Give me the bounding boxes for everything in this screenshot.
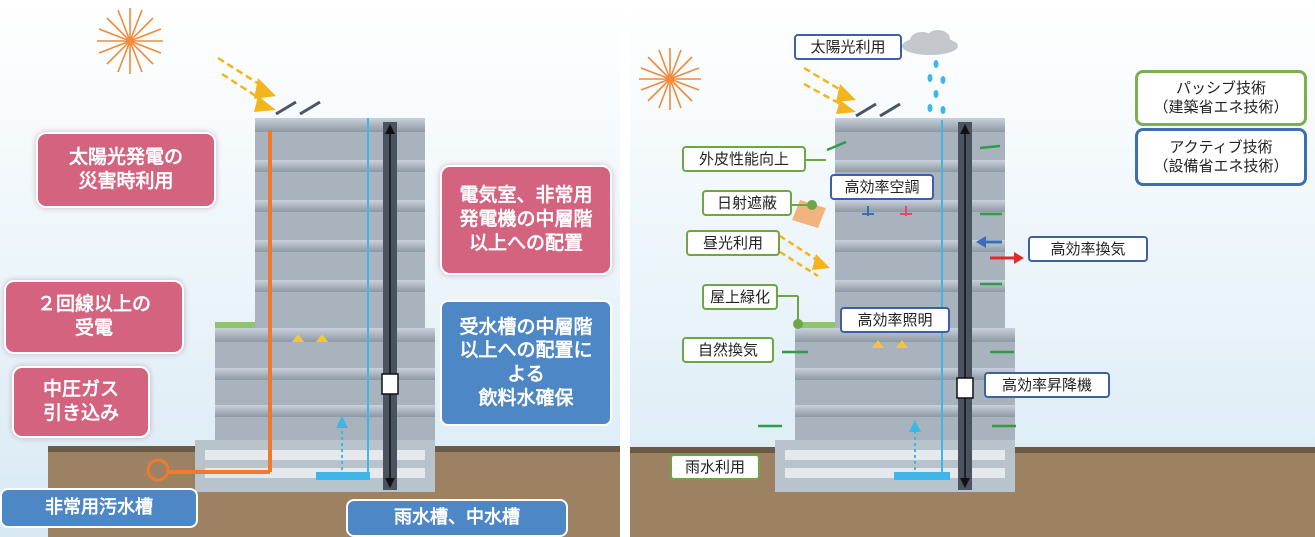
solar-panel-icon bbox=[275, 100, 321, 116]
basement bbox=[195, 440, 435, 492]
ventilation-arrow-icon bbox=[758, 140, 1016, 428]
label-two-line-power: ２回線以上の 受電 bbox=[4, 280, 184, 354]
building-podium bbox=[215, 328, 435, 448]
label-efficient-ventilation: 高効率換気 bbox=[1028, 236, 1148, 262]
label-efficient-hvac: 高効率空調 bbox=[830, 174, 934, 200]
label-water-tank: 受水槽の中層階 以上への配置に よる 飲料水確保 bbox=[440, 300, 612, 426]
rain-tank-icon bbox=[316, 472, 370, 480]
label-efficient-elevator: 高効率昇降機 bbox=[984, 372, 1110, 398]
label-rainwater-use: 雨水利用 bbox=[670, 454, 760, 480]
label-rooftop-greening: 屋上緑化 bbox=[702, 284, 778, 310]
cloud-icon bbox=[902, 30, 958, 55]
gas-pipe bbox=[168, 130, 272, 474]
rain-icon bbox=[927, 60, 946, 114]
sun-icon bbox=[639, 48, 701, 110]
label-solar-shading: 日射遮蔽 bbox=[702, 190, 792, 216]
label-rain-tank: 雨水槽、中水槽 bbox=[346, 499, 568, 537]
label-sewage-tank: 非常用汚水槽 bbox=[0, 488, 198, 528]
label-solar-use: 太陽光利用 bbox=[794, 34, 902, 60]
sewage-tank-icon bbox=[146, 458, 170, 482]
right-building-illustration bbox=[630, 0, 1315, 537]
label-efficient-lighting: 高効率照明 bbox=[840, 307, 950, 333]
label-solar-disaster: 太陽光発電の 災害時利用 bbox=[36, 132, 216, 208]
label-natural-ventilation: 自然換気 bbox=[682, 337, 774, 363]
sun-icon bbox=[97, 8, 163, 74]
label-gas-intake: 中圧ガス 引き込み bbox=[12, 366, 150, 438]
label-electric-room: 電気室、非常用 発電機の中層階 以上への配置 bbox=[440, 165, 612, 275]
left-diagram: 太陽光発電の 災害時利用 ２回線以上の 受電 中圧ガス 引き込み 電気室、非常用… bbox=[0, 0, 620, 537]
label-daylight-use: 昼光利用 bbox=[686, 230, 780, 256]
right-diagram: 太陽光利用 外皮性能向上 日射遮蔽 昼光利用 屋上緑化 自然換気 雨水利用 高効… bbox=[630, 0, 1315, 537]
label-skin-performance: 外皮性能向上 bbox=[682, 146, 806, 172]
legend-passive: パッシブ技術 （建築省エネ技術） bbox=[1135, 70, 1307, 126]
legend-active: アクティブ技術 （設備省エネ技術） bbox=[1135, 128, 1307, 186]
